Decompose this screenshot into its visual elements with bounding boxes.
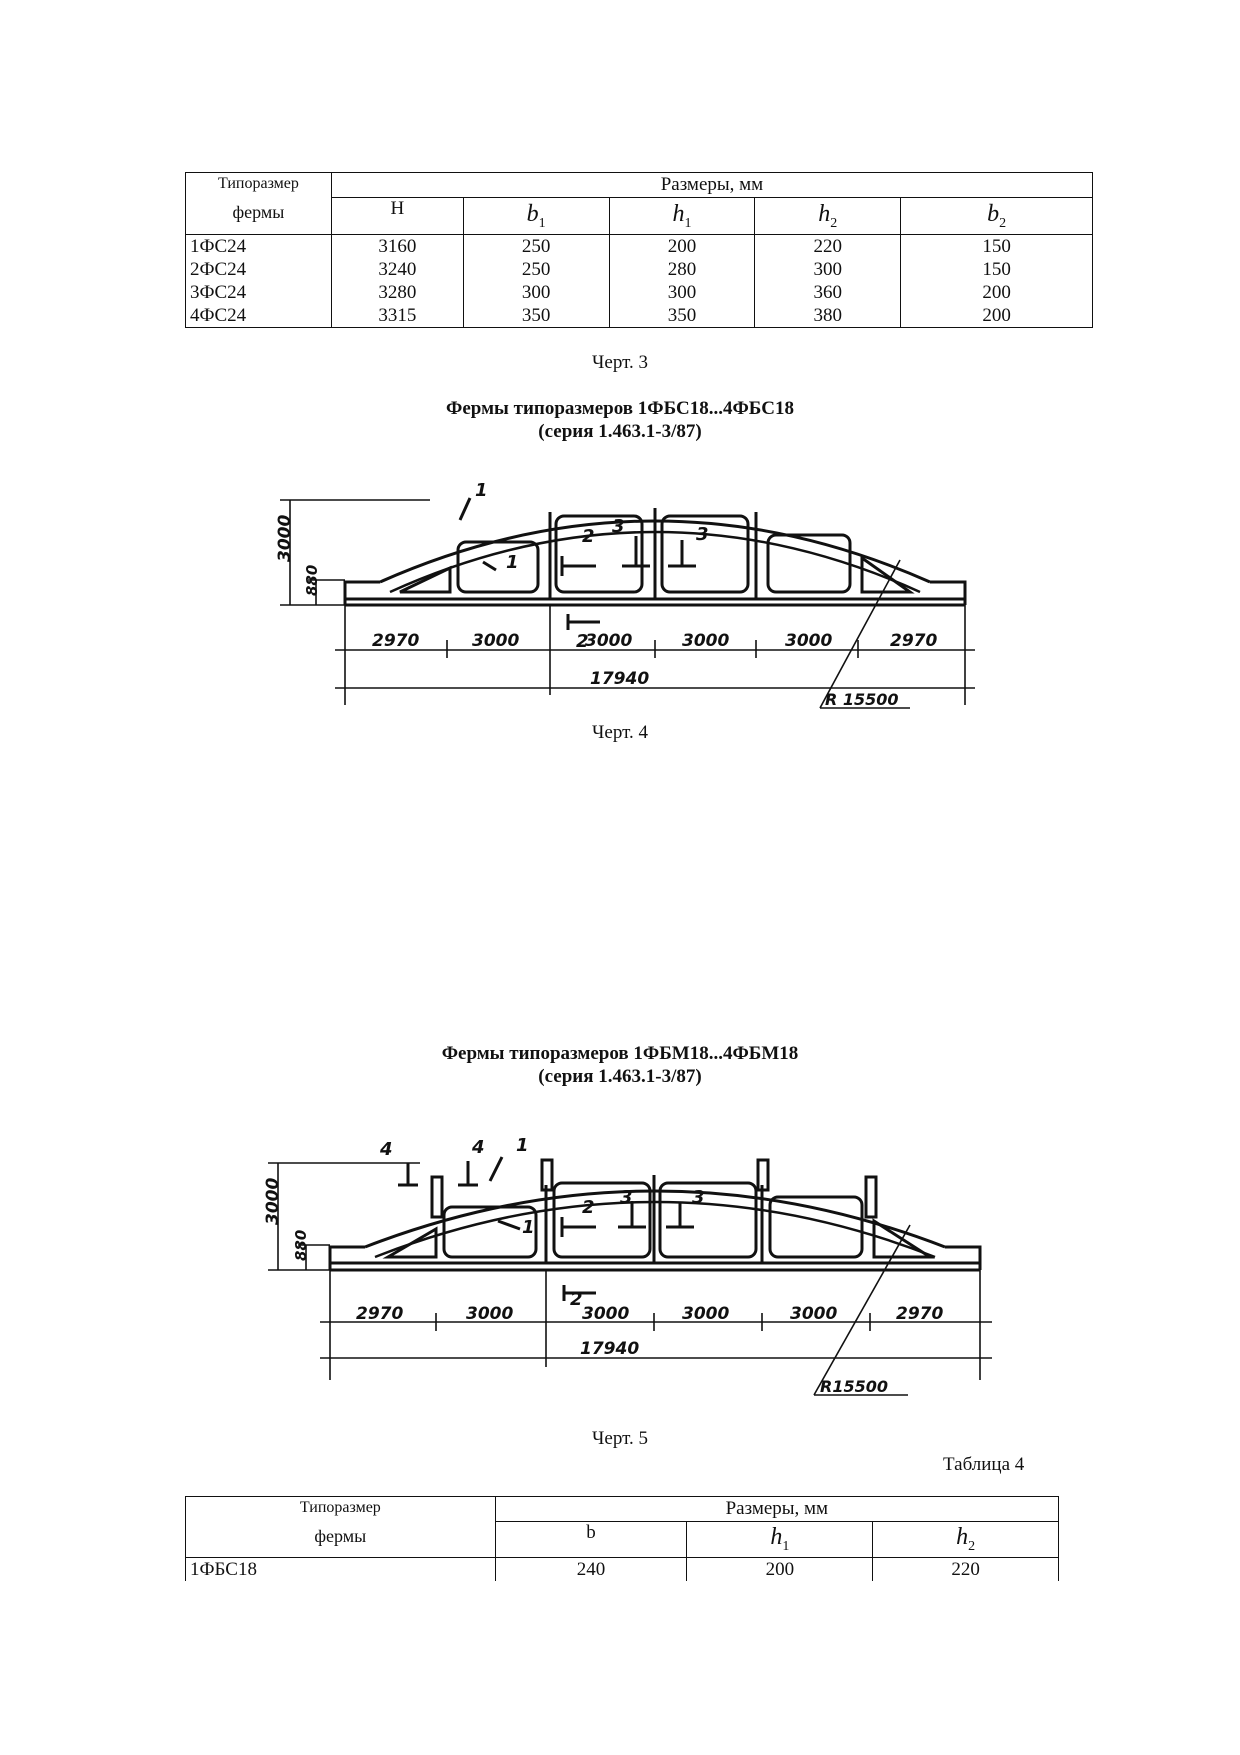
dim-span: 3000 <box>790 1304 837 1324</box>
callout-label: 2 <box>582 526 595 547</box>
dim-length-total: 17940 <box>590 669 649 689</box>
callout-label: 3 <box>692 1187 705 1208</box>
dim-radius: R 15500 <box>825 690 899 709</box>
section-title-5-line1: Фермы типоразмеров 1ФБМ18...4ФБМ18 <box>441 1043 799 1064</box>
section-title-4-line2: (серия 1.463.1-3/87) <box>538 421 702 442</box>
header-dimensions: Размеры, мм <box>330 172 1094 198</box>
dim-radius: R15500 <box>820 1377 888 1396</box>
dim-span: 3000 <box>785 631 832 651</box>
truss-drawing-fbm: 3000 880 2970 3000 3000 3000 3000 2970 1… <box>263 1135 992 1396</box>
callout-label: 2 <box>576 631 589 652</box>
header-b2: b2 <box>900 197 1093 235</box>
dim-span: 3000 <box>582 1304 629 1324</box>
dim-height-total: 3000 <box>275 515 295 562</box>
callout-label: 3 <box>612 516 625 537</box>
dimensions-table-bottom: Типоразмер фермы Размеры, мм b h1 h2 1ФБ… <box>185 1496 1060 1581</box>
callout-label: 1 <box>516 1135 529 1156</box>
callout-label: 4 <box>379 1139 393 1160</box>
header-b1: b1 <box>462 197 610 235</box>
callout-label: 3 <box>696 524 709 545</box>
header-type-line1: Типоразмер <box>217 175 299 192</box>
dimension-labels: 3000 880 2970 3000 3000 3000 3000 2970 1… <box>263 1135 943 1396</box>
header-h2: h2 <box>872 1521 1059 1558</box>
dim-span: 2970 <box>890 631 937 651</box>
callout-label: 3 <box>620 1187 633 1208</box>
callout-label: 4 <box>471 1137 485 1158</box>
header-type-line2: фермы <box>232 202 285 222</box>
dim-length-total: 17940 <box>580 1339 639 1359</box>
figure-caption-4: Черт. 4 <box>592 722 648 743</box>
dim-span: 2970 <box>896 1304 943 1324</box>
dim-span: 2970 <box>356 1304 403 1324</box>
header-b: b <box>494 1521 688 1558</box>
callout-label: 1 <box>506 552 519 573</box>
header-h1: h1 <box>608 197 756 235</box>
dim-span: 2970 <box>372 631 419 651</box>
section-title-4: Фермы типоразмеров 1ФБС18...4ФБС18 (сери… <box>0 397 1240 443</box>
dim-span: 3000 <box>466 1304 513 1324</box>
dimensions-table-top: Типоразмер фермы Размеры, мм Н b1 h1 h2 … <box>185 172 1094 328</box>
dim-height-end: 880 <box>303 565 321 596</box>
header-h2: h2 <box>754 197 902 235</box>
header-h1: h1 <box>686 1521 874 1558</box>
header-type: Типоразмер фермы <box>185 1496 496 1558</box>
dim-height-end: 880 <box>292 1230 310 1261</box>
header-type-line2: фермы <box>314 1526 367 1546</box>
section-title-5: Фермы типоразмеров 1ФБМ18...4ФБМ18 (сери… <box>0 1042 1240 1088</box>
dim-height-total: 3000 <box>263 1178 283 1225</box>
callout-label: 1 <box>522 1217 535 1238</box>
figure-caption-5: Черт. 5 <box>592 1428 648 1449</box>
header-type-line1: Типоразмер <box>299 1499 381 1516</box>
truss-drawing-fbs: 3000 880 2970 3000 3000 3000 3000 2970 1… <box>275 480 975 709</box>
dim-span: 3000 <box>682 1304 729 1324</box>
header-H: Н <box>330 197 464 235</box>
dimension-labels: 3000 880 2970 3000 3000 3000 3000 2970 1… <box>275 480 937 709</box>
figure-caption-3: Черт. 3 <box>592 352 648 373</box>
dim-span: 3000 <box>472 631 519 651</box>
callout-label: 1 <box>475 480 488 501</box>
section-title-5-line2: (серия 1.463.1-3/87) <box>538 1066 702 1087</box>
table-number-label: Таблица 4 <box>943 1454 1025 1475</box>
header-type: Типоразмер фермы <box>185 172 332 235</box>
dim-span: 3000 <box>682 631 729 651</box>
header-dimensions: Размеры, мм <box>494 1496 1060 1522</box>
section-title-4-line1: Фермы типоразмеров 1ФБС18...4ФБС18 <box>446 398 794 419</box>
callout-label: 2 <box>582 1197 595 1218</box>
dim-span: 3000 <box>585 631 632 651</box>
